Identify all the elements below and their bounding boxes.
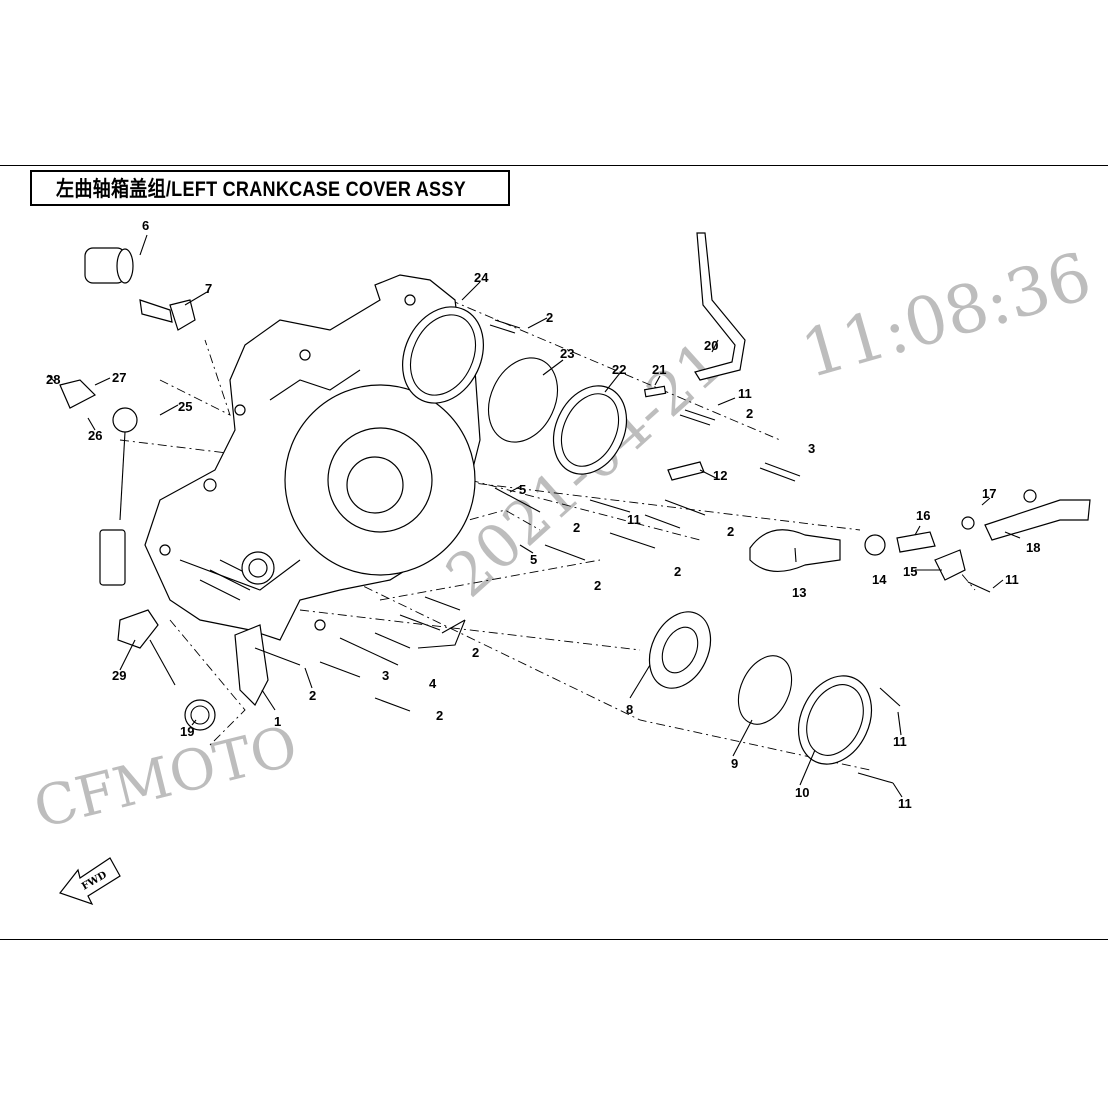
- callout-7: 7: [205, 281, 212, 296]
- callout-13: 13: [792, 585, 806, 600]
- callout-21: 21: [652, 362, 666, 377]
- gaskets-and-covers: [401, 306, 873, 765]
- callout-11: 11: [898, 796, 912, 811]
- callout-10: 10: [795, 785, 809, 800]
- callout-2: 2: [594, 578, 601, 593]
- callout-20: 20: [704, 338, 718, 353]
- callout-8: 8: [626, 702, 633, 717]
- diagram-title: 左曲轴箱盖组/LEFT CRANKCASE COVER ASSY: [56, 178, 466, 201]
- callout-6: 6: [142, 218, 149, 233]
- callout-16: 16: [916, 508, 930, 523]
- small-parts: [59, 232, 1091, 731]
- callout-29: 29: [112, 668, 126, 683]
- callout-18: 18: [1026, 540, 1040, 555]
- callout-2: 2: [309, 688, 316, 703]
- callout-numbers: 1222222222334556789101111111111121314151…: [46, 218, 1040, 811]
- crankcase-cover-body: [144, 274, 481, 641]
- callout-2: 2: [436, 708, 443, 723]
- bolts: [254, 319, 991, 784]
- watermark-time: 11:08:36: [793, 238, 1099, 394]
- fwd-arrow: FWD: [59, 857, 121, 906]
- callout-17: 17: [982, 486, 996, 501]
- callout-2: 2: [573, 520, 580, 535]
- callout-3: 3: [808, 441, 815, 456]
- callout-23: 23: [560, 346, 574, 361]
- callout-15: 15: [903, 564, 917, 579]
- callout-25: 25: [178, 399, 192, 414]
- callout-2: 2: [746, 406, 753, 421]
- callout-26: 26: [88, 428, 102, 443]
- callout-27: 27: [112, 370, 126, 385]
- callout-4: 4: [429, 676, 437, 691]
- callout-24: 24: [474, 270, 489, 285]
- leader-lines: [47, 234, 1021, 798]
- callout-11: 11: [627, 512, 641, 527]
- callout-3: 3: [382, 668, 389, 683]
- callout-5: 5: [530, 552, 537, 567]
- callout-28: 28: [46, 372, 60, 387]
- callout-2: 2: [674, 564, 681, 579]
- callout-1: 1: [274, 714, 281, 729]
- callout-5: 5: [519, 482, 526, 497]
- watermark-brand: CFMOTO: [28, 714, 304, 842]
- callout-2: 2: [546, 310, 553, 325]
- callout-12: 12: [713, 468, 727, 483]
- callout-11: 11: [738, 386, 752, 401]
- callout-11: 11: [1005, 572, 1019, 587]
- drawing-frame: [0, 165, 1108, 940]
- callout-2: 2: [472, 645, 479, 660]
- callout-9: 9: [731, 756, 738, 771]
- callout-14: 14: [872, 572, 887, 587]
- callout-22: 22: [612, 362, 626, 377]
- callout-19: 19: [180, 724, 194, 739]
- title-box: 左曲轴箱盖组/LEFT CRANKCASE COVER ASSY: [30, 170, 510, 206]
- callout-2: 2: [727, 524, 734, 539]
- callout-11: 11: [893, 734, 907, 749]
